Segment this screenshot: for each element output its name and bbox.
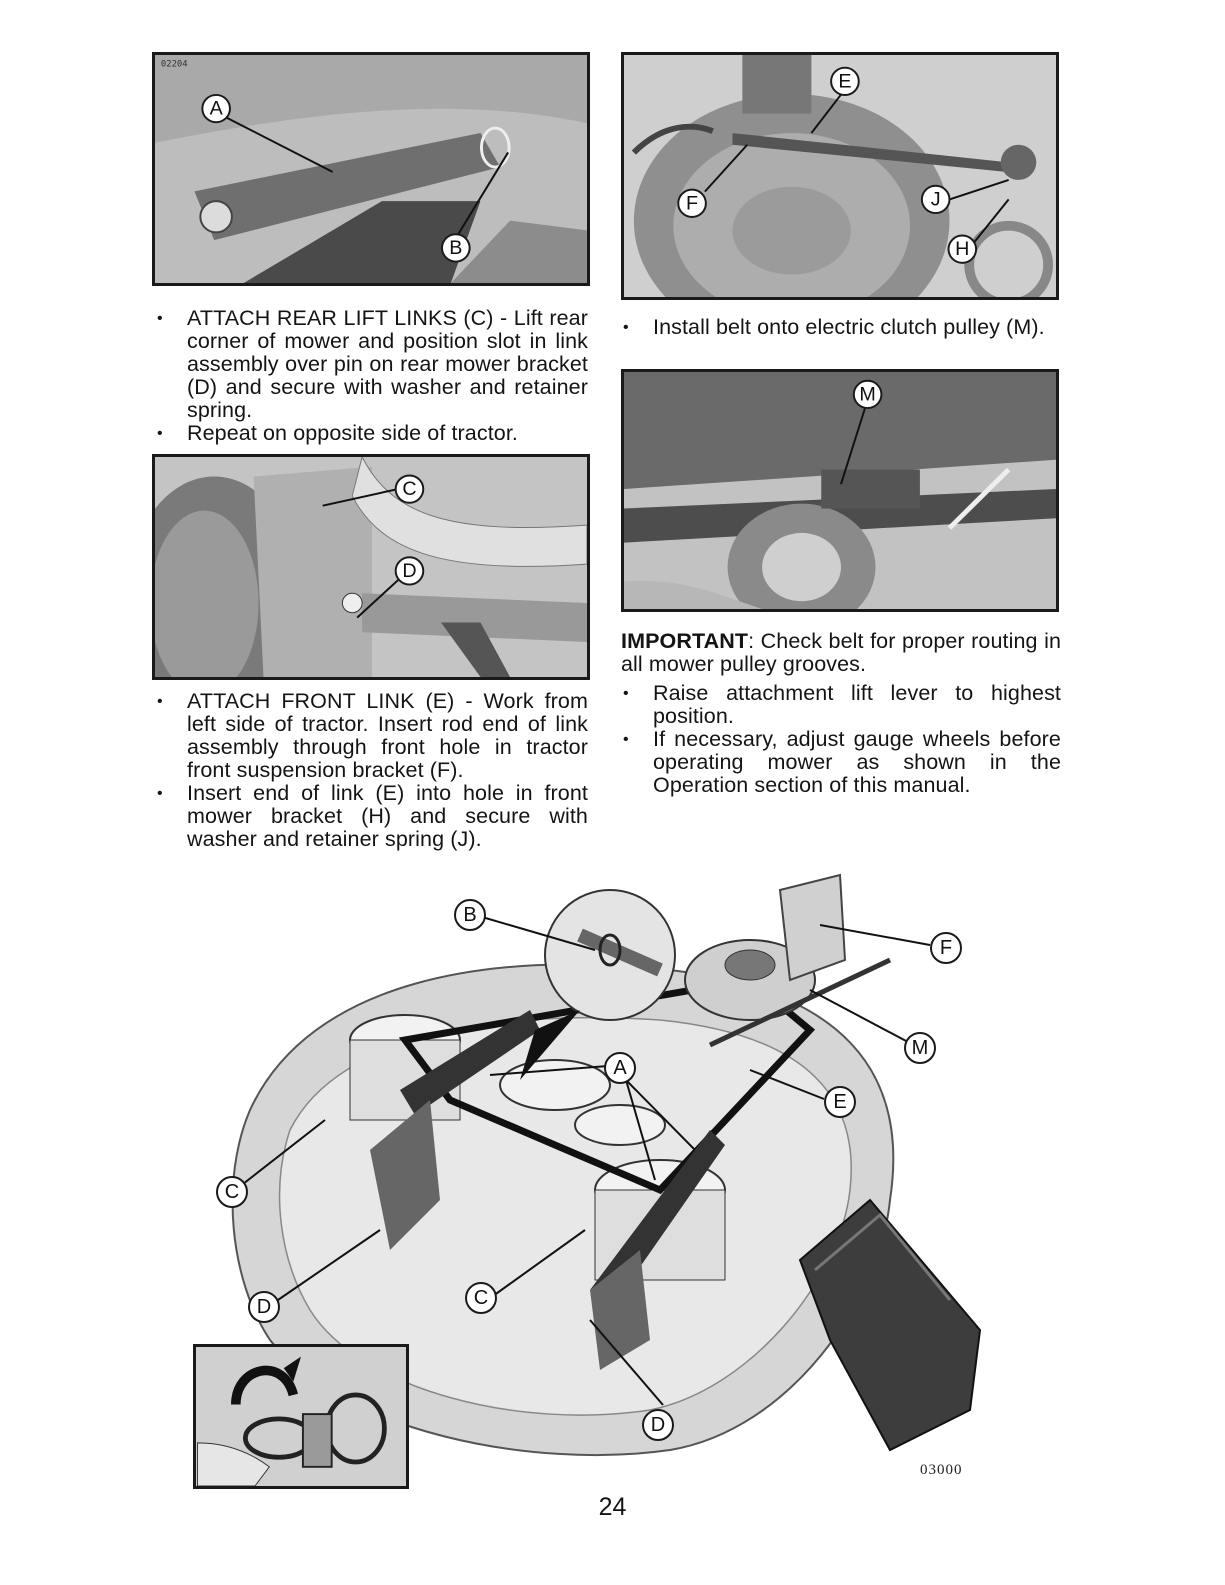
- callout-c: C: [394, 474, 425, 504]
- belt-install-text: Install belt onto electric clutch pulley…: [621, 316, 1061, 340]
- insert-link-end-step: Insert end of link (E) into hole in fron…: [155, 782, 588, 851]
- diagram-callout-c-center: C: [465, 1282, 497, 1314]
- page-number: 24: [598, 1493, 627, 1521]
- important-note: IMPORTANT: Check belt for proper routing…: [621, 630, 1061, 676]
- diagram-callout-m: M: [904, 1032, 936, 1064]
- diagram-callout-c-left: C: [216, 1176, 248, 1208]
- callout-j: J: [920, 184, 951, 215]
- left-column-top-text: ATTACH REAR LIFT LINKS (C) - Lift rear c…: [155, 307, 588, 446]
- svg-text:C: C: [402, 478, 416, 500]
- svg-text:B: B: [449, 237, 462, 259]
- svg-text:D: D: [651, 1414, 665, 1436]
- attach-front-link-step: ATTACH FRONT LINK (E) - Work from left s…: [155, 690, 588, 782]
- install-belt-step: Install belt onto electric clutch pulley…: [621, 316, 1061, 340]
- mower-deck-diagram: B F M A E C D C: [190, 870, 1040, 1490]
- important-label: IMPORTANT: [621, 629, 749, 653]
- svg-text:C: C: [225, 1181, 239, 1203]
- repeat-opposite-side-step: Repeat on opposite side of tractor.: [155, 422, 588, 446]
- diagram-callout-b: B: [454, 899, 486, 931]
- raise-lift-lever-step: Raise attachment lift lever to highest p…: [621, 682, 1061, 728]
- figure-id: 03000: [920, 1462, 963, 1478]
- diagram-callout-a: A: [604, 1052, 636, 1084]
- svg-text:J: J: [931, 188, 941, 210]
- attach-rear-lift-links-step: ATTACH REAR LIFT LINKS (C) - Lift rear c…: [155, 307, 588, 422]
- svg-text:F: F: [940, 937, 952, 959]
- svg-text:D: D: [257, 1296, 271, 1318]
- diagram-callout-f: F: [930, 932, 962, 964]
- svg-text:H: H: [955, 238, 969, 260]
- front-link-photo: C D: [152, 454, 590, 680]
- callout-a: A: [201, 93, 231, 124]
- svg-text:C: C: [474, 1287, 488, 1309]
- left-column-bottom-text: ATTACH FRONT LINK (E) - Work from left s…: [155, 690, 588, 851]
- clutch-pulley-photo: M: [621, 369, 1059, 612]
- svg-text:M: M: [912, 1037, 929, 1059]
- diagram-callout-d-left: D: [248, 1291, 280, 1323]
- diagram-callout-d-bottom: D: [642, 1409, 674, 1441]
- svg-text:M: M: [859, 383, 875, 405]
- front-link-belt-photo: E F J H: [621, 52, 1059, 300]
- important-text: : Check belt for proper routing in all m…: [621, 629, 1061, 676]
- retainer-spring-inset: [193, 1344, 409, 1489]
- svg-text:B: B: [463, 904, 476, 926]
- callout-b: B: [441, 233, 471, 263]
- svg-text:A: A: [613, 1057, 627, 1079]
- callout-m: M: [852, 379, 883, 410]
- callout-d: D: [394, 556, 425, 586]
- svg-text:D: D: [402, 560, 416, 582]
- callout-f: F: [677, 188, 707, 218]
- adjust-gauge-wheels-step: If necessary, adjust gauge wheels before…: [621, 728, 1061, 797]
- rear-lift-link-photo: 02204 A B: [152, 52, 590, 286]
- svg-text:E: E: [833, 1091, 846, 1113]
- diagram-callout-e: E: [824, 1086, 856, 1118]
- callout-e: E: [830, 66, 860, 96]
- photo-tag: 02204: [161, 60, 188, 70]
- right-column-bottom-text: IMPORTANT: Check belt for proper routing…: [621, 630, 1061, 797]
- svg-text:E: E: [838, 70, 851, 92]
- callout-h: H: [947, 234, 978, 264]
- svg-text:A: A: [210, 98, 224, 120]
- svg-text:F: F: [686, 192, 698, 214]
